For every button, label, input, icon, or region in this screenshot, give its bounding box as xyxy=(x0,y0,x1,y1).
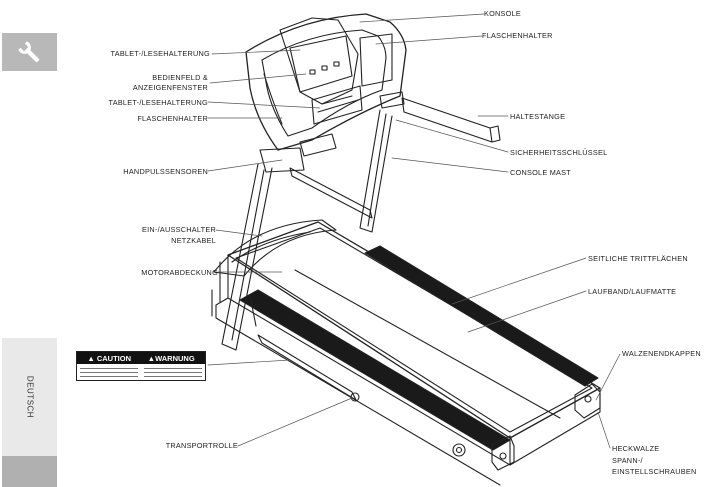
caution-warning-label: ▲ CAUTION ▲WARNUNG xyxy=(76,351,206,381)
label-haltestange: HALTESTANGE xyxy=(510,112,566,121)
roller-end-caps xyxy=(491,383,601,471)
label-flaschenhalter-top: FLASCHENHALTER xyxy=(482,31,553,40)
label-konsole: KONSOLE xyxy=(484,9,522,18)
label-bedienfeld-line1: BEDIENFELD & xyxy=(152,73,208,82)
language-tab xyxy=(2,338,57,456)
wrench-icon xyxy=(18,41,40,63)
label-flaschenhalter-left: FLASCHENHALTER xyxy=(137,114,208,123)
label-netzkabel: NETZKABEL xyxy=(171,236,216,245)
label-einstellschrauben: EINSTELLSCHRAUBEN xyxy=(612,467,697,476)
caution-text: ▲ CAUTION xyxy=(87,353,131,363)
label-seitliche-trittflaechen: SEITLICHE TRITTFLÄCHEN xyxy=(588,254,688,263)
treadmill-deck xyxy=(211,221,601,486)
label-schalter: EIN-/AUSSCHALTER xyxy=(141,225,216,234)
label-bedienfeld-line2: ANZEIGENFENSTER xyxy=(132,83,208,92)
leader-lines xyxy=(207,13,621,449)
label-transportrolle: TRANSPORTROLLE xyxy=(165,441,238,450)
label-laufband: LAUFBAND/LAUFMATTE xyxy=(588,287,677,296)
label-spann: SPANN-/ xyxy=(612,456,643,465)
warning-text: ▲WARNUNG xyxy=(147,353,195,363)
label-tablet-mid: TABLET-/LESEHALTERUNG xyxy=(108,98,208,107)
label-sicherheitsschluessel: SICHERHEITSSCHLÜSSEL xyxy=(510,148,608,157)
label-console-mast: CONSOLE MAST xyxy=(510,168,571,177)
maintenance-tab xyxy=(2,33,57,71)
label-walzenendkappen: WALZENENDKAPPEN xyxy=(622,349,701,358)
handle-bars xyxy=(259,97,501,219)
label-heckwalze: HECKWALZE xyxy=(612,444,660,453)
transport-wheel xyxy=(257,334,466,457)
tab-footer-block xyxy=(2,456,57,487)
side-rails xyxy=(239,245,599,451)
console-body xyxy=(245,13,407,151)
label-motorabdeckung: MOTORABDECKUNG xyxy=(141,268,218,277)
label-handpulssensoren: HANDPULSSENSOREN xyxy=(123,167,208,176)
console-mast xyxy=(221,109,393,351)
label-tablet-top: TABLET-/LESEHALTERUNG xyxy=(110,49,210,58)
